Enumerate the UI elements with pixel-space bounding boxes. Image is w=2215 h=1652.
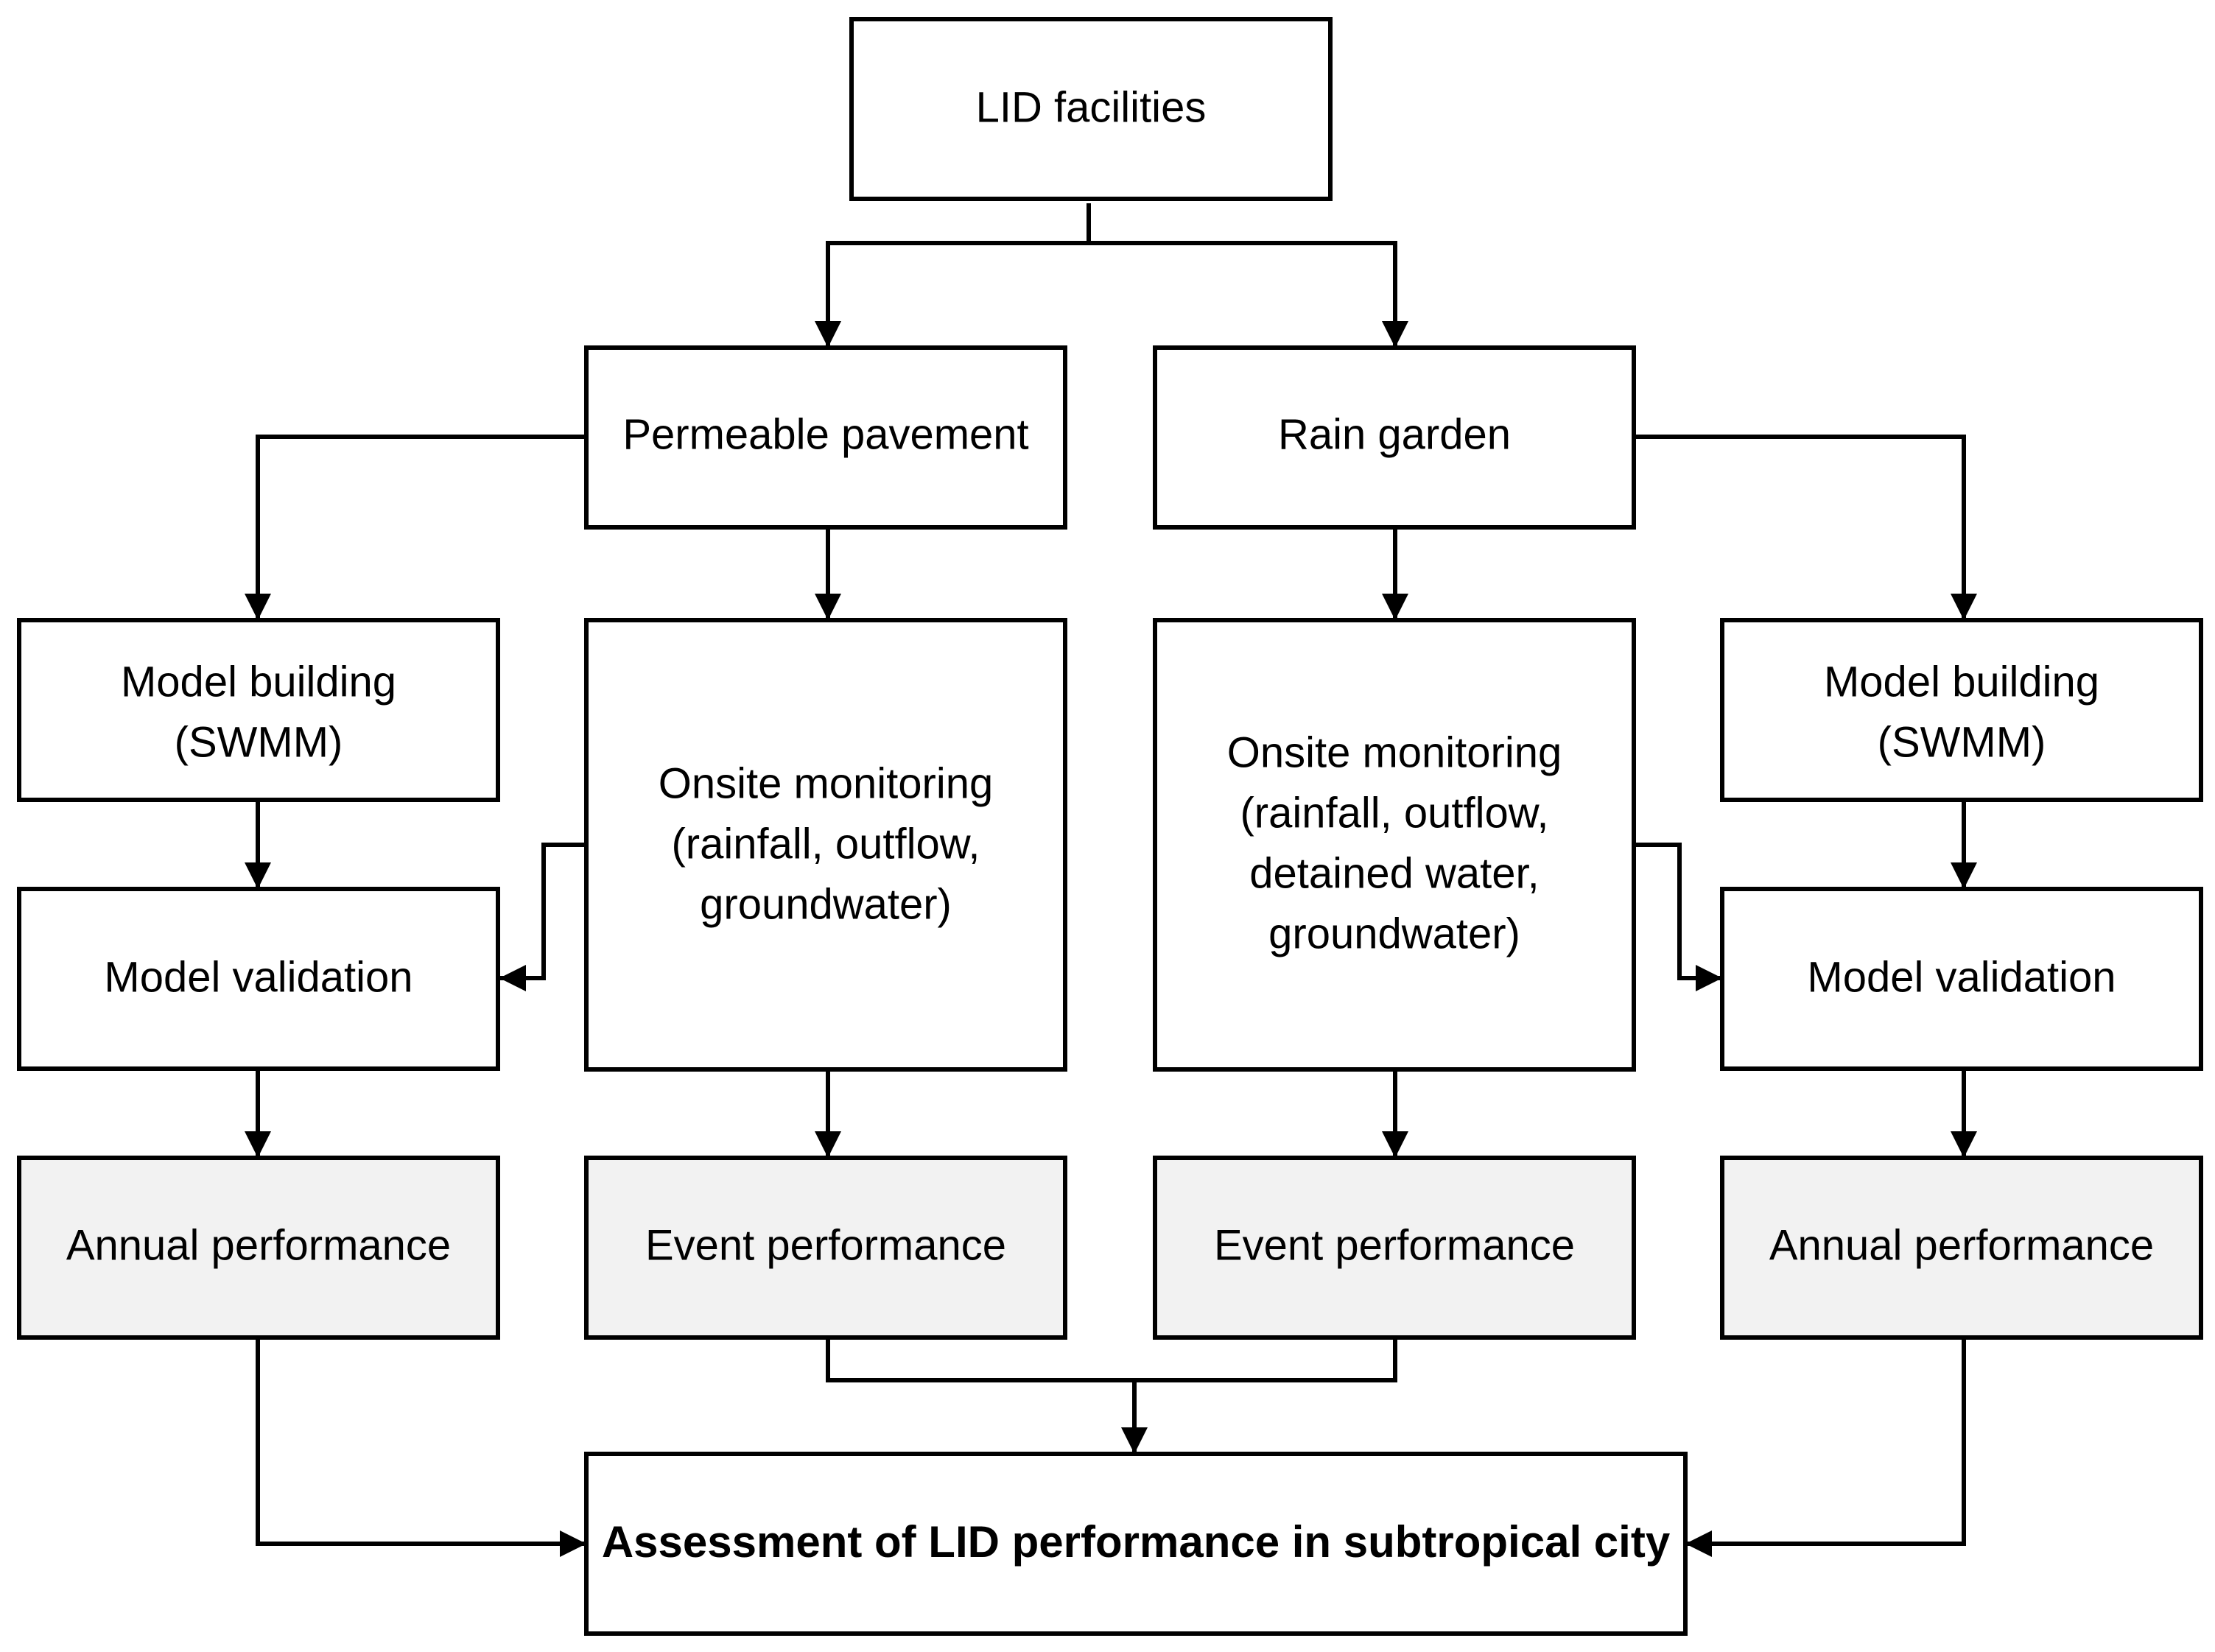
left-model-validation-box: Model validation — [17, 887, 500, 1071]
connectors — [245, 203, 1977, 1557]
rg-onsite-monitoring-line-3: detained water, — [1249, 849, 1539, 897]
lid-facilities-label: LID facilities — [976, 83, 1207, 131]
rain-garden-box: Rain garden — [1153, 345, 1636, 530]
right-annual-performance-label: Annual performance — [1769, 1221, 2154, 1269]
connector-right-annual-to-assessment — [1685, 1338, 1966, 1557]
left-model-building-line-1: Model building — [121, 658, 396, 706]
rg-onsite-monitoring-line-2: (rainfall, outflow, — [1240, 789, 1548, 837]
left-annual-performance-box: Annual performance — [17, 1156, 500, 1340]
right-model-building-box: Model building (SWMM) — [1720, 618, 2203, 802]
lid-facilities-box: LID facilities — [849, 17, 1333, 201]
connector-lid-to-permeable — [815, 203, 1091, 348]
left-model-building-box: Model building (SWMM) — [17, 618, 500, 802]
right-model-building-line-1: Model building — [1824, 658, 2099, 706]
permeable-pavement-box: Permeable pavement — [584, 345, 1067, 530]
rg-onsite-monitoring-box: Onsite monitoring (rainfall, outflow, de… — [1153, 618, 1636, 1072]
pp-event-performance-label: Event performance — [645, 1221, 1006, 1269]
assessment-label: Assessment of LID performance in subtrop… — [602, 1517, 1671, 1567]
connector-pp-monitoring-to-validation — [499, 843, 586, 991]
pp-onsite-monitoring-line-3: groundwater) — [700, 880, 952, 928]
connector-events-to-assessment — [826, 1338, 1397, 1454]
right-annual-performance-box: Annual performance — [1720, 1156, 2203, 1340]
rg-onsite-monitoring-line-4: groundwater) — [1268, 910, 1520, 957]
connector-permeable-to-model-building — [245, 435, 586, 620]
left-model-validation-label: Model validation — [104, 953, 413, 1001]
rg-event-performance-box: Event performance — [1153, 1156, 1636, 1340]
right-model-validation-box: Model validation — [1720, 887, 2203, 1071]
assessment-box: Assessment of LID performance in subtrop… — [584, 1452, 1688, 1636]
permeable-pavement-label: Permeable pavement — [622, 410, 1028, 458]
pp-onsite-monitoring-line-1: Onsite monitoring — [659, 759, 994, 807]
connector-rg-monitoring-to-validation — [1634, 843, 1722, 991]
rg-event-performance-label: Event performance — [1214, 1221, 1575, 1269]
pp-onsite-monitoring-box: Onsite monitoring (rainfall, outflow, gr… — [584, 618, 1067, 1072]
connector-left-annual-to-assessment — [256, 1338, 586, 1557]
connector-rain-garden-to-model-building — [1634, 435, 1977, 620]
rg-onsite-monitoring-line-1: Onsite monitoring — [1227, 728, 1562, 776]
left-annual-performance-label: Annual performance — [66, 1221, 451, 1269]
connector-lid-to-rain-garden — [1089, 241, 1408, 348]
right-model-validation-label: Model validation — [1807, 953, 2116, 1001]
pp-onsite-monitoring-line-2: (rainfall, outflow, — [671, 820, 980, 868]
left-model-building-line-2: (SWMM) — [175, 718, 343, 766]
pp-event-performance-box: Event performance — [584, 1156, 1067, 1340]
rain-garden-label: Rain garden — [1278, 410, 1511, 458]
right-model-building-line-2: (SWMM) — [1878, 718, 2046, 766]
